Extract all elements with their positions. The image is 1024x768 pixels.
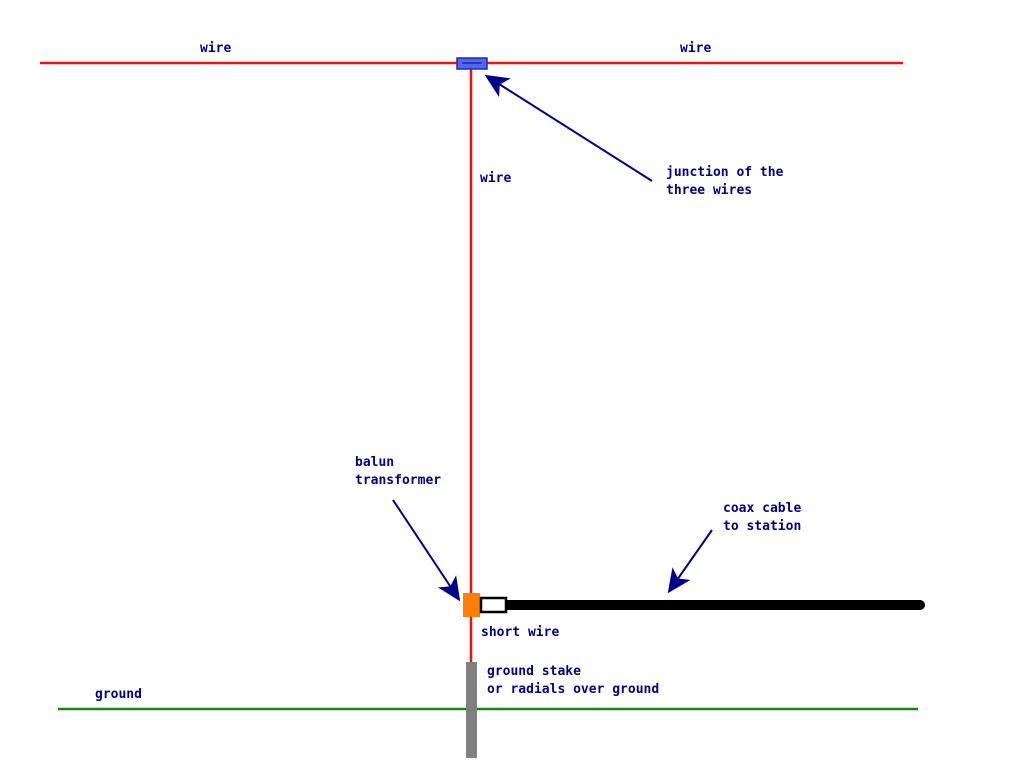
balun-icon [463, 593, 480, 617]
coax-cable-icon [479, 596, 925, 614]
label-stake-line2: or radials over ground [487, 682, 659, 697]
junction-arrow [484, 74, 653, 182]
label-balun-line2: transformer [355, 473, 441, 488]
label-stake-line1: ground stake [487, 664, 581, 679]
label-junction-line2: three wires [666, 183, 752, 198]
label-coax-line1: coax cable [723, 501, 801, 516]
label-wire-right: wire [680, 41, 711, 56]
label-junction-line1: junction of the [666, 165, 784, 180]
label-short-wire: short wire [481, 625, 559, 640]
balun-arrow [392, 499, 461, 602]
label-balun-line1: balun [355, 455, 394, 470]
coax-arrow [667, 529, 713, 594]
ground-stake [466, 662, 477, 758]
junction-icon [456, 57, 488, 70]
label-coax-line2: to station [723, 519, 801, 534]
label-wire-vertical: wire [480, 171, 511, 186]
label-ground: ground [95, 687, 142, 702]
label-wire-left: wire [200, 41, 231, 56]
